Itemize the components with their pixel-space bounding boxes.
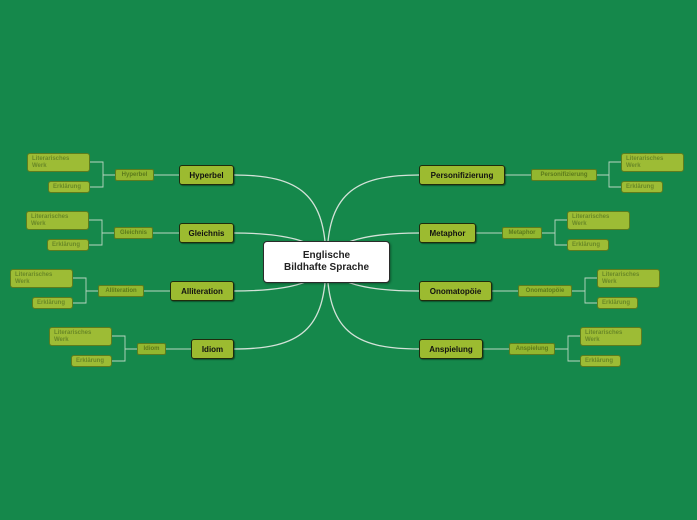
leaf-metaphor-work[interactable]: Literarisches Werk — [567, 211, 630, 230]
leaf-personifizierung-explanation[interactable]: Erklärung — [621, 181, 663, 193]
leaf-idiom-work[interactable]: Literarisches Werk — [49, 327, 112, 346]
connector-curve-personifizierung — [326, 174, 420, 263]
connector-idiom — [112, 335, 191, 362]
connector-gleichnis — [89, 219, 179, 246]
central-topic-line2: Bildhafte Sprache — [283, 262, 370, 273]
connector-curve-anspielung — [326, 261, 420, 350]
leaf-gleichnis-work[interactable]: Literarisches Werk — [26, 211, 89, 230]
main-topic-gleichnis[interactable]: Gleichnis — [179, 223, 234, 243]
main-topic-metaphor[interactable]: Metaphor — [419, 223, 476, 243]
leaf-hyperbel-explanation[interactable]: Erklärung — [48, 181, 90, 193]
subtopic-metaphor[interactable]: Metaphor — [502, 227, 542, 239]
main-topic-alliteration[interactable]: Alliteration — [170, 281, 234, 301]
central-topic[interactable]: Englische Bildhafte Sprache — [263, 241, 390, 283]
main-topic-anspielung[interactable]: Anspielung — [419, 339, 483, 359]
leaf-hyperbel-work[interactable]: Literarisches Werk — [27, 153, 90, 172]
leaf-anspielung-explanation[interactable]: Erklärung — [580, 355, 621, 367]
leaf-onomatopoeie-explanation[interactable]: Erklärung — [597, 297, 638, 309]
connector-curve-hyperbel — [233, 174, 327, 263]
leaf-alliteration-explanation[interactable]: Erklärung — [32, 297, 73, 309]
leaf-gleichnis-explanation[interactable]: Erklärung — [47, 239, 89, 251]
subtopic-alliteration[interactable]: Alliteration — [98, 285, 144, 297]
leaf-metaphor-explanation[interactable]: Erklärung — [567, 239, 609, 251]
central-topic-line1: Englische — [302, 250, 351, 261]
connector-onomatopoeie — [492, 277, 597, 304]
subtopic-personifizierung[interactable]: Personifizierung — [531, 169, 597, 181]
connector-metaphor — [476, 219, 567, 246]
connector-alliteration — [73, 277, 170, 304]
subtopic-hyperbel[interactable]: Hyperbel — [115, 169, 154, 181]
main-topic-personifizierung[interactable]: Personifizierung — [419, 165, 505, 185]
leaf-onomatopoeie-work[interactable]: Literarisches Werk — [597, 269, 660, 288]
connector-curve-idiom — [233, 261, 327, 350]
subtopic-gleichnis[interactable]: Gleichnis — [114, 227, 153, 239]
subtopic-anspielung[interactable]: Anspielung — [509, 343, 555, 355]
leaf-idiom-explanation[interactable]: Erklärung — [71, 355, 112, 367]
main-topic-hyperbel[interactable]: Hyperbel — [179, 165, 234, 185]
main-topic-idiom[interactable]: Idiom — [191, 339, 234, 359]
subtopic-onomatopoeie[interactable]: Onomatopöie — [518, 285, 572, 297]
leaf-personifizierung-work[interactable]: Literarisches Werk — [621, 153, 684, 172]
leaf-anspielung-work[interactable]: Literarisches Werk — [580, 327, 642, 346]
connector-hyperbel — [90, 161, 179, 188]
main-topic-onomatopoeie[interactable]: Onomatopöie — [419, 281, 492, 301]
connector-personifizierung — [505, 161, 621, 188]
subtopic-idiom[interactable]: Idiom — [137, 343, 166, 355]
leaf-alliteration-work[interactable]: Literarisches Werk — [10, 269, 73, 288]
connector-anspielung — [483, 335, 580, 362]
